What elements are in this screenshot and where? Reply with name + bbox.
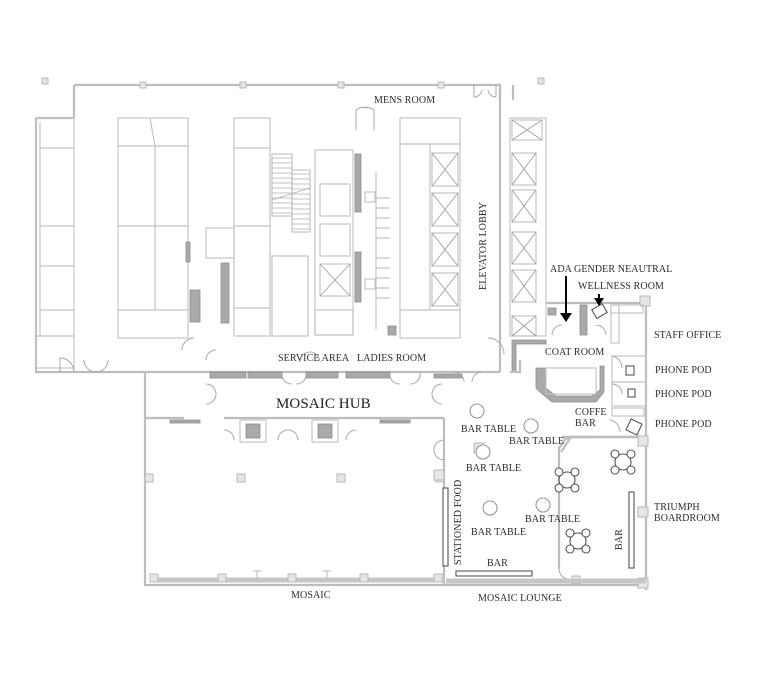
- label-bar-table-2: BAR TABLE: [509, 436, 565, 447]
- bar-table-3: [475, 444, 491, 460]
- boardroom-bar-counter: [628, 491, 635, 569]
- stationed-food-counter: [442, 487, 449, 567]
- bar-table-5: [482, 500, 498, 516]
- lounge-bar-counter: [455, 570, 533, 577]
- bar-table-4: [535, 497, 551, 513]
- label-service-area: SERVICE AREA: [278, 353, 350, 364]
- bar-table-2: [523, 418, 539, 434]
- elevators-right: [431, 152, 459, 307]
- bar-table-1: [469, 403, 485, 419]
- mosaic-lounge: [433, 403, 649, 589]
- four-top-table-2: [610, 449, 636, 475]
- label-ada-gender-neutral: ADA GENDER NEAUTRAL: [550, 264, 673, 275]
- label-coffee-bar-1: COFFE: [575, 407, 607, 418]
- label-mosaic-lounge: MOSAIC LOUNGE: [478, 593, 562, 604]
- label-mosaic-hub: MOSAIC HUB: [276, 396, 371, 412]
- label-ladies-room: LADIES ROOM: [357, 353, 427, 364]
- arrow-ada-gender-neutral-icon: [560, 276, 572, 322]
- label-staff-office: STAFF OFFICE: [654, 330, 722, 341]
- label-bar-table-5: BAR TABLE: [471, 527, 527, 538]
- label-stationed-food: STATIONED FOOD: [453, 479, 464, 565]
- label-bar-lounge: BAR: [487, 558, 508, 569]
- mosaic-hub-walls: [143, 360, 648, 587]
- label-elevator-lobby: ELEVATOR LOBBY: [478, 202, 489, 290]
- coat-room-area: [511, 295, 651, 590]
- label-coffee-bar-2: BAR: [575, 418, 596, 429]
- four-top-table-3: [565, 528, 591, 554]
- label-mosaic: MOSAIC: [291, 590, 331, 601]
- four-top-table-1: [554, 467, 580, 493]
- label-bar-boardroom: BAR: [614, 529, 625, 550]
- arrow-wellness-room-icon: [594, 294, 604, 306]
- mosaic-room: [144, 473, 445, 583]
- label-bar-table-3: BAR TABLE: [466, 463, 522, 474]
- label-bar-table-4: BAR TABLE: [525, 514, 581, 525]
- upper-core-walls: [34, 83, 547, 374]
- label-phone-pod-2: PHONE POD: [655, 389, 712, 400]
- staircase: [271, 153, 311, 233]
- label-phone-pod-1: PHONE POD: [655, 365, 712, 376]
- label-mens-room: MENS ROOM: [374, 95, 436, 106]
- elevators-far-right: [511, 119, 543, 337]
- label-phone-pod-3: PHONE POD: [655, 419, 712, 430]
- label-triumph: TRIUMPH: [654, 502, 700, 513]
- label-bar-table-1: BAR TABLE: [461, 424, 517, 435]
- label-coat-room: COAT ROOM: [545, 347, 605, 358]
- label-boardroom: BOARDROOM: [654, 513, 720, 524]
- label-wellness-room: WELLNESS ROOM: [578, 281, 665, 292]
